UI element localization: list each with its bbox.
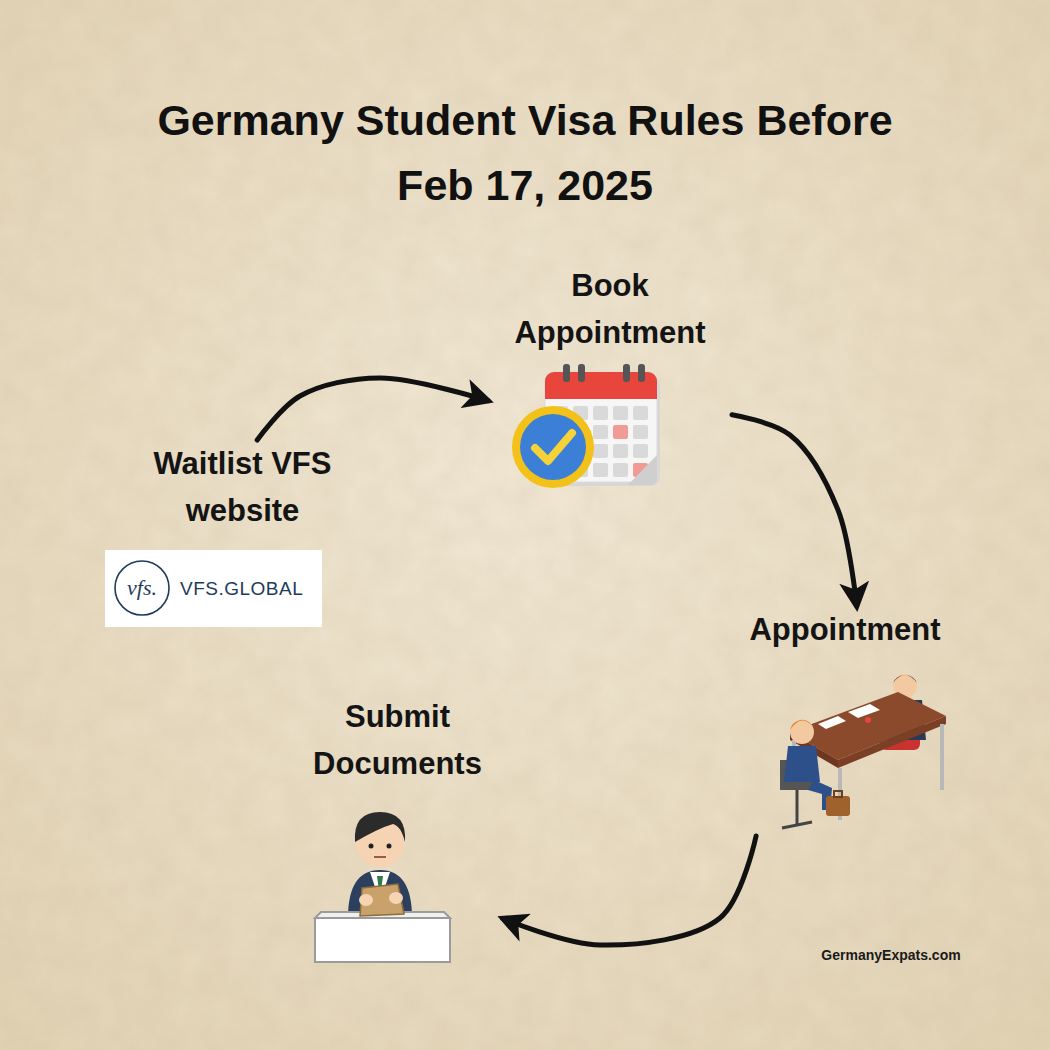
watermark: GermanyExpats.com xyxy=(821,947,960,963)
submit-person-illustration-part xyxy=(360,884,404,916)
calendar-cell xyxy=(633,444,648,458)
meeting-illustration-part xyxy=(796,790,799,825)
cycle-arrow xyxy=(257,378,488,440)
calendar-cell xyxy=(613,406,628,420)
step-label: Submit Documents xyxy=(300,693,495,787)
step-node: Submit Documents xyxy=(292,693,503,975)
meeting-illustration xyxy=(780,674,946,828)
calendar-cell xyxy=(593,425,608,439)
meeting-illustration-part xyxy=(893,675,917,683)
meeting-illustration-part xyxy=(826,796,850,816)
calendar-icon-part xyxy=(563,364,570,382)
cycle-arrow xyxy=(503,836,756,945)
submit-person-illustration xyxy=(315,812,450,962)
logo-mark: vfs. xyxy=(127,575,157,601)
calendar-icon-part xyxy=(520,414,586,480)
meeting-illustration-part xyxy=(834,791,842,797)
submit-person-illustration-part xyxy=(374,856,386,858)
meeting-illustration-part xyxy=(790,720,814,744)
step-node: Waitlist VFS website xyxy=(120,440,365,635)
step-node: Book Appointment xyxy=(488,262,732,497)
calendar-icon-part xyxy=(512,406,594,488)
meeting-illustration-part xyxy=(790,720,814,730)
vfs-logo-part xyxy=(115,561,169,615)
meeting-illustration-part xyxy=(865,717,871,723)
calendar-icon xyxy=(512,364,660,488)
calendar-cell xyxy=(633,406,648,420)
meeting-illustration-part xyxy=(818,716,846,729)
calendar-icon-part xyxy=(628,455,657,485)
vfs-logo-part xyxy=(105,550,322,627)
submit-person-illustration-part xyxy=(355,812,405,842)
calendar-icon-part xyxy=(535,433,572,461)
submit-person-illustration-part xyxy=(389,892,403,904)
step-label: Waitlist VFS website xyxy=(143,440,343,534)
vfs-logo xyxy=(105,550,322,627)
calendar-icon-part xyxy=(638,364,645,382)
meeting-illustration-part xyxy=(782,822,812,828)
calendar-icon-part xyxy=(623,364,630,382)
step-label: Appointment xyxy=(736,606,954,653)
meeting-illustration-part xyxy=(940,724,944,790)
meeting-illustration-part xyxy=(848,704,880,718)
submit-person-illustration-part xyxy=(315,918,450,962)
cycle-arrow xyxy=(732,415,857,606)
step-label: Book Appointment xyxy=(496,262,724,356)
calendar-cell xyxy=(633,425,648,439)
step-node: Appointment xyxy=(728,606,962,836)
calendar-cell xyxy=(593,406,608,420)
submit-person-illustration-part xyxy=(348,870,412,918)
submit-person-illustration-part xyxy=(387,844,392,849)
submit-person-illustration-part xyxy=(369,844,374,849)
logo-wordmark: VFS.GLOBAL xyxy=(180,578,303,600)
diagram-title: Germany Student Visa Rules Before Feb 17… xyxy=(150,88,900,218)
calendar-cell xyxy=(593,444,608,458)
meeting-illustration-part xyxy=(784,746,820,782)
submit-person-illustration-part xyxy=(359,894,373,906)
calendar-cell xyxy=(593,463,608,477)
calendar-cell xyxy=(613,463,628,477)
meeting-illustration-part xyxy=(838,716,946,768)
calendar-cell xyxy=(613,425,628,439)
calendar-cell xyxy=(613,444,628,458)
calendar-icon-part xyxy=(578,364,585,382)
